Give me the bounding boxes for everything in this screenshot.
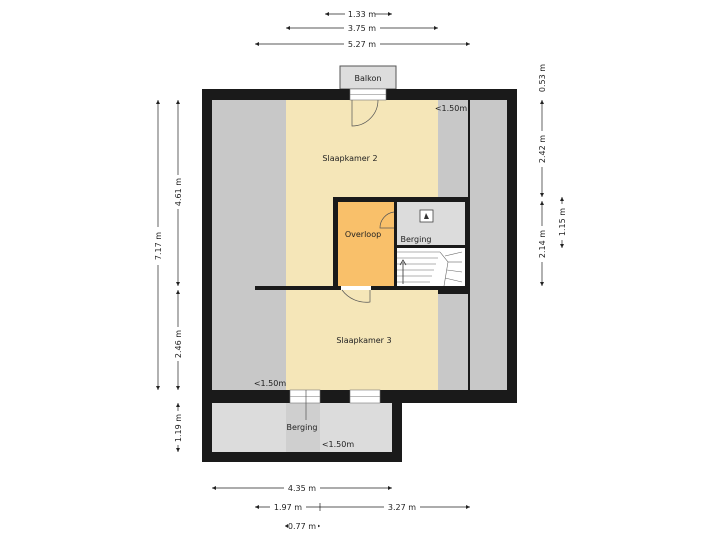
roof-slope-right-inner bbox=[438, 100, 468, 198]
door-opening-overloop bbox=[341, 286, 371, 290]
svg-text:4.61 m: 4.61 m bbox=[174, 178, 183, 206]
svg-text:1.33 m: 1.33 m bbox=[348, 10, 376, 19]
dimension-bottom-1: 4.35 m bbox=[212, 483, 392, 493]
slaapkamer-2-label: Slaapkamer 2 bbox=[322, 154, 377, 163]
svg-text:3.27 m: 3.27 m bbox=[388, 503, 416, 512]
svg-text:7.17 m: 7.17 m bbox=[154, 232, 163, 260]
dimension-top-2: 3.75 m bbox=[286, 23, 438, 33]
dimension-bottom-2: 1.97 m 3.27 m bbox=[255, 502, 470, 512]
svg-text:2.46 m: 2.46 m bbox=[174, 330, 183, 358]
stairs-arrow-icon bbox=[399, 259, 407, 284]
balkon-label: Balkon bbox=[355, 74, 382, 83]
door-swing-balkon bbox=[351, 99, 379, 127]
berging-upper-area bbox=[397, 202, 465, 245]
roof-slope-left-inner bbox=[255, 100, 286, 286]
dimension-left-middle: 2.46 m bbox=[172, 290, 184, 390]
roof-slope-right bbox=[470, 100, 507, 390]
dimension-right-upper: 2.42 m bbox=[536, 100, 548, 197]
berging-upper-label: Berging bbox=[400, 235, 431, 244]
svg-text:1.97 m: 1.97 m bbox=[274, 503, 302, 512]
dimension-left-total: 7.17 m bbox=[152, 100, 164, 390]
stairs-area bbox=[397, 248, 465, 286]
svg-text:2.14 m: 2.14 m bbox=[538, 230, 547, 258]
dimension-right-lower: 2.14 m bbox=[536, 201, 548, 286]
door-swing-berging bbox=[379, 211, 395, 229]
dimension-right-stair: 1.15 m bbox=[556, 197, 568, 248]
slaapkamer-3-area bbox=[286, 290, 438, 390]
stairs-lines bbox=[397, 251, 463, 287]
overloop-area bbox=[338, 202, 394, 286]
berging-lower-label: Berging bbox=[286, 423, 317, 432]
slaapkamer-3-label: Slaapkamer 3 bbox=[336, 336, 391, 345]
height-note-bottom-left: <1.50m bbox=[254, 379, 287, 388]
svg-text:1.19 m: 1.19 m bbox=[174, 414, 183, 442]
dimension-top-3: 5.27 m bbox=[255, 39, 470, 49]
height-note-top-right: <1.50m bbox=[435, 104, 468, 113]
roof-slope-right-low bbox=[438, 290, 468, 390]
height-note-berging-lower: <1.50m bbox=[322, 440, 355, 449]
dimension-bottom-3: 0.77 m bbox=[285, 521, 320, 531]
roof-slope-left bbox=[212, 100, 255, 390]
svg-text:5.27 m: 5.27 m bbox=[348, 40, 376, 49]
svg-text:0.53 m: 0.53 m bbox=[538, 64, 547, 92]
berging-lower-center bbox=[286, 403, 320, 452]
roof-slope-left-low bbox=[255, 290, 286, 390]
dimension-right-balkon: 0.53 m bbox=[536, 61, 548, 95]
svg-text:1.15 m: 1.15 m bbox=[558, 208, 567, 236]
svg-text:0.77 m: 0.77 m bbox=[288, 522, 316, 531]
dimension-top-1: 1.33 m bbox=[325, 9, 392, 19]
svg-text:4.35 m: 4.35 m bbox=[288, 484, 316, 493]
door-swing-overloop bbox=[341, 289, 371, 303]
svg-text:3.75 m: 3.75 m bbox=[348, 24, 376, 33]
dimension-left-lower: 1.19 m bbox=[172, 403, 184, 452]
dimension-left-upper: 4.61 m bbox=[172, 100, 184, 286]
svg-text:2.42 m: 2.42 m bbox=[538, 135, 547, 163]
overloop-label: Overloop bbox=[345, 230, 381, 239]
